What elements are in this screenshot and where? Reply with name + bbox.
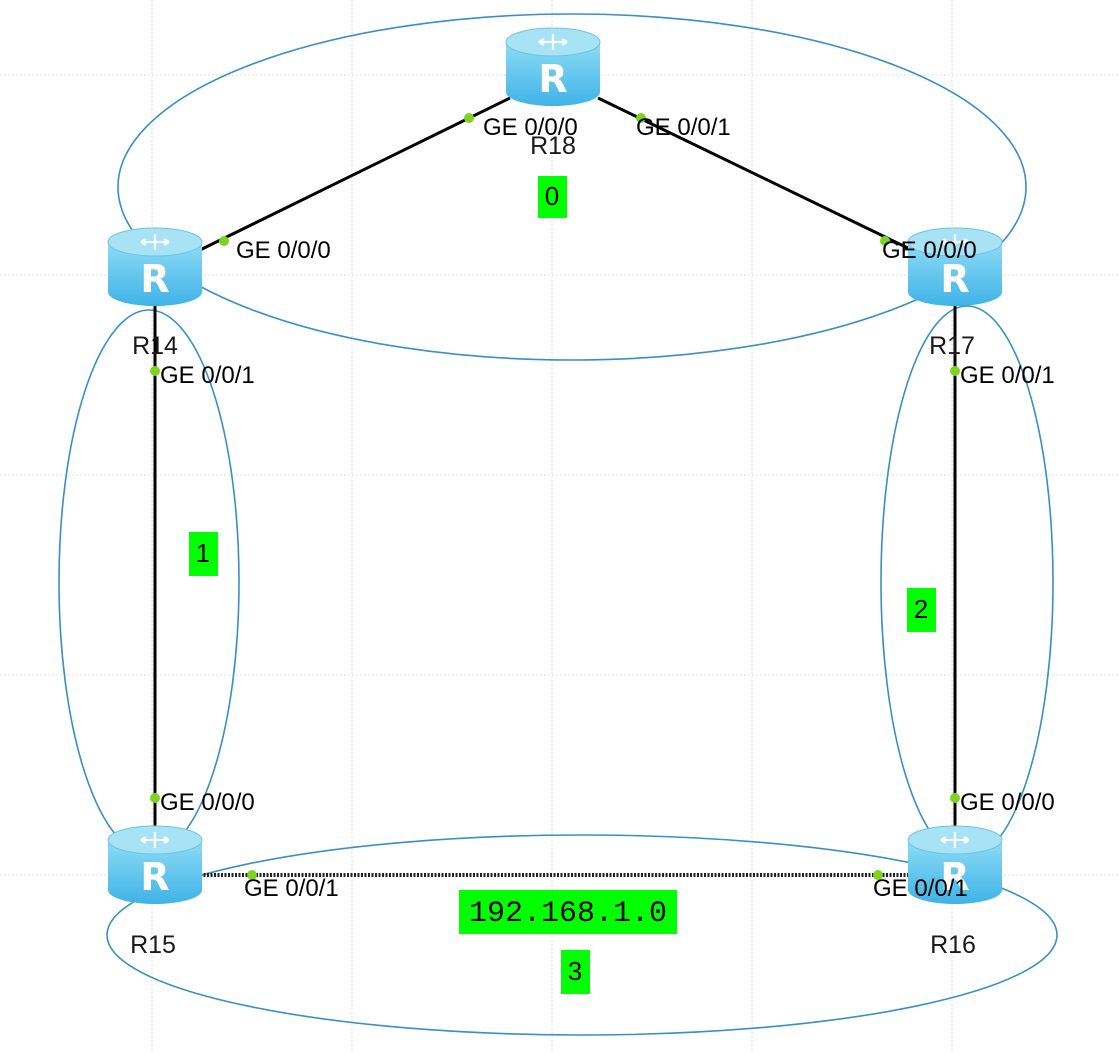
port-label-r17-ge001: GE 0/0/1 (960, 362, 1055, 389)
link-r14-r18[interactable] (199, 96, 511, 252)
router-label-r16: R16 (930, 931, 976, 959)
port-dot (873, 870, 883, 880)
area-tag-0: 0 (538, 176, 567, 218)
router-label-r17: R17 (929, 332, 975, 360)
port-dot (464, 113, 474, 123)
area-3-outline (106, 834, 1058, 1036)
router-letter: R (140, 257, 169, 301)
router-r15[interactable]: R (106, 824, 204, 906)
area-tag-2: 2 (907, 588, 936, 632)
area-tag-3-text: 3 (568, 956, 582, 986)
port-dot (247, 870, 257, 880)
router-letter: R (940, 855, 969, 899)
router-letter: R (538, 57, 567, 101)
port-dot (219, 236, 229, 246)
area-tag-1-text: 1 (196, 538, 210, 568)
port-label-r15-ge001: GE 0/0/1 (244, 875, 339, 902)
router-r16[interactable]: R (906, 824, 1004, 906)
link-r18-r17[interactable] (597, 96, 913, 252)
router-r17[interactable]: R (906, 226, 1004, 308)
area-tag-1: 1 (189, 532, 218, 576)
port-label-r14-ge001: GE 0/0/1 (160, 362, 255, 389)
port-label-r14-ge000: GE 0/0/0 (236, 237, 331, 264)
port-dot (950, 366, 960, 376)
port-dot (636, 113, 646, 123)
area-1-outline (58, 309, 240, 855)
port-label-r18-ge000: GE 0/0/0 (483, 114, 578, 141)
port-label-r16-ge000: GE 0/0/0 (960, 789, 1055, 816)
router-label-r14: R14 (132, 332, 178, 360)
port-label-r17-ge000: GE 0/0/0 (882, 237, 977, 264)
port-dot (950, 793, 960, 803)
area-tag-2-text: 2 (914, 594, 928, 624)
router-label-r18: R18 (530, 132, 576, 160)
port-dot (880, 236, 890, 246)
area-0-outline (117, 13, 1027, 361)
router-r14[interactable]: R (106, 226, 204, 308)
router-letter: R (940, 257, 969, 301)
port-label-r16-ge001: GE 0/0/1 (873, 875, 968, 902)
router-r18[interactable]: R (504, 26, 602, 108)
port-label-r15-ge000: GE 0/0/0 (160, 789, 255, 816)
network-label: 192.168.1.0 (459, 890, 677, 934)
port-dot (150, 793, 160, 803)
port-dot (150, 366, 160, 376)
router-label-r15: R15 (130, 931, 176, 959)
network-label-text: 192.168.1.0 (469, 897, 667, 931)
area-tag-3: 3 (561, 950, 590, 994)
router-letter: R (140, 855, 169, 899)
area-tag-0-text: 0 (545, 181, 559, 211)
port-label-r18-ge001: GE 0/0/1 (636, 114, 731, 141)
